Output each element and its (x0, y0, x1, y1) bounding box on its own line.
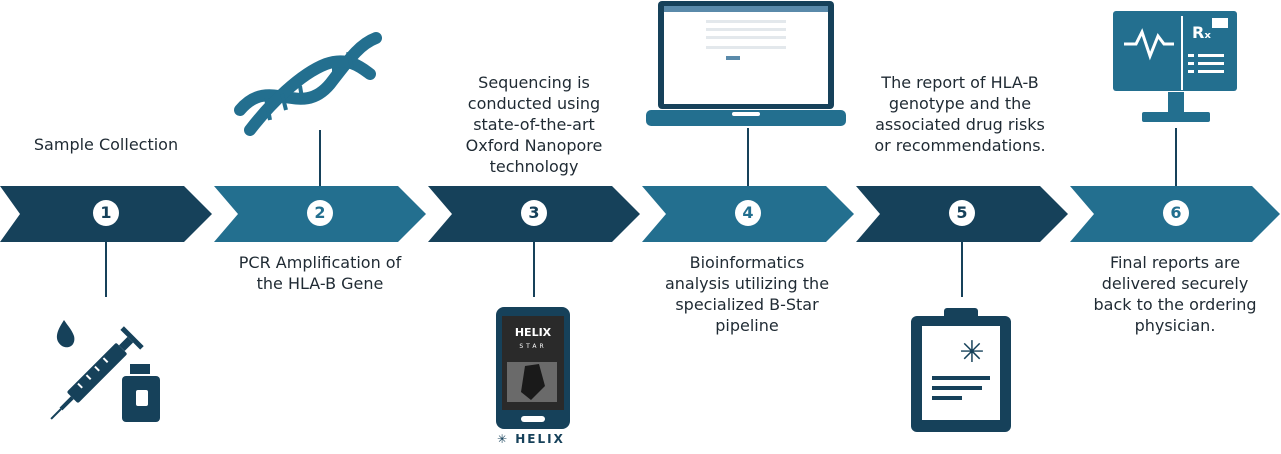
connector-line-4 (747, 128, 749, 186)
phone-screen-logo: HELIX (515, 326, 552, 339)
step-number-5: 5 (949, 200, 975, 226)
connector-line-6 (1175, 128, 1177, 186)
dna-helix-icon (234, 32, 382, 136)
clipboard-icon: ✳ (911, 308, 1011, 432)
connector-line-1 (105, 242, 107, 297)
phone-helix-star-icon: HELIX STAR (496, 307, 570, 429)
workflow-chevrons (0, 186, 1280, 242)
connector-line-3 (533, 242, 535, 297)
laptop-icon (646, 1, 846, 126)
step-label-3: Sequencing is conducted using state-of-t… (465, 73, 603, 176)
rx-icon: Rₓ (1192, 23, 1211, 42)
helix-star-logo: ✳ HELIX (497, 432, 567, 452)
step-number-4: 4 (735, 200, 761, 226)
step-number-1: 1 (93, 200, 119, 226)
step-number-2: 2 (307, 200, 333, 226)
step-number-6: 6 (1163, 200, 1189, 226)
asterisk-icon: ✳ (959, 335, 984, 370)
phone-screen-logo-sub: STAR (519, 343, 546, 350)
helix-star-logo-text: HELIX (515, 432, 565, 446)
step-label-5: The report of HLA-B genotype and the ass… (874, 73, 1046, 155)
step-label-2: PCR Amplification of the HLA-B Gene (238, 253, 402, 293)
step-label-6: Final reports are delivered securely bac… (1093, 253, 1257, 335)
step-label-1: Sample Collection (33, 135, 179, 154)
step-number-3: 3 (521, 200, 547, 226)
syringe-and-vial-icon (50, 320, 160, 422)
connector-line-5 (961, 242, 963, 297)
connector-line-2 (319, 130, 321, 186)
helix-star-symbol-icon: ✳ (497, 432, 510, 446)
monitor-rx-icon: Rₓ (1113, 11, 1237, 122)
step-label-4: Bioinformatics analysis utilizing the sp… (664, 253, 830, 335)
